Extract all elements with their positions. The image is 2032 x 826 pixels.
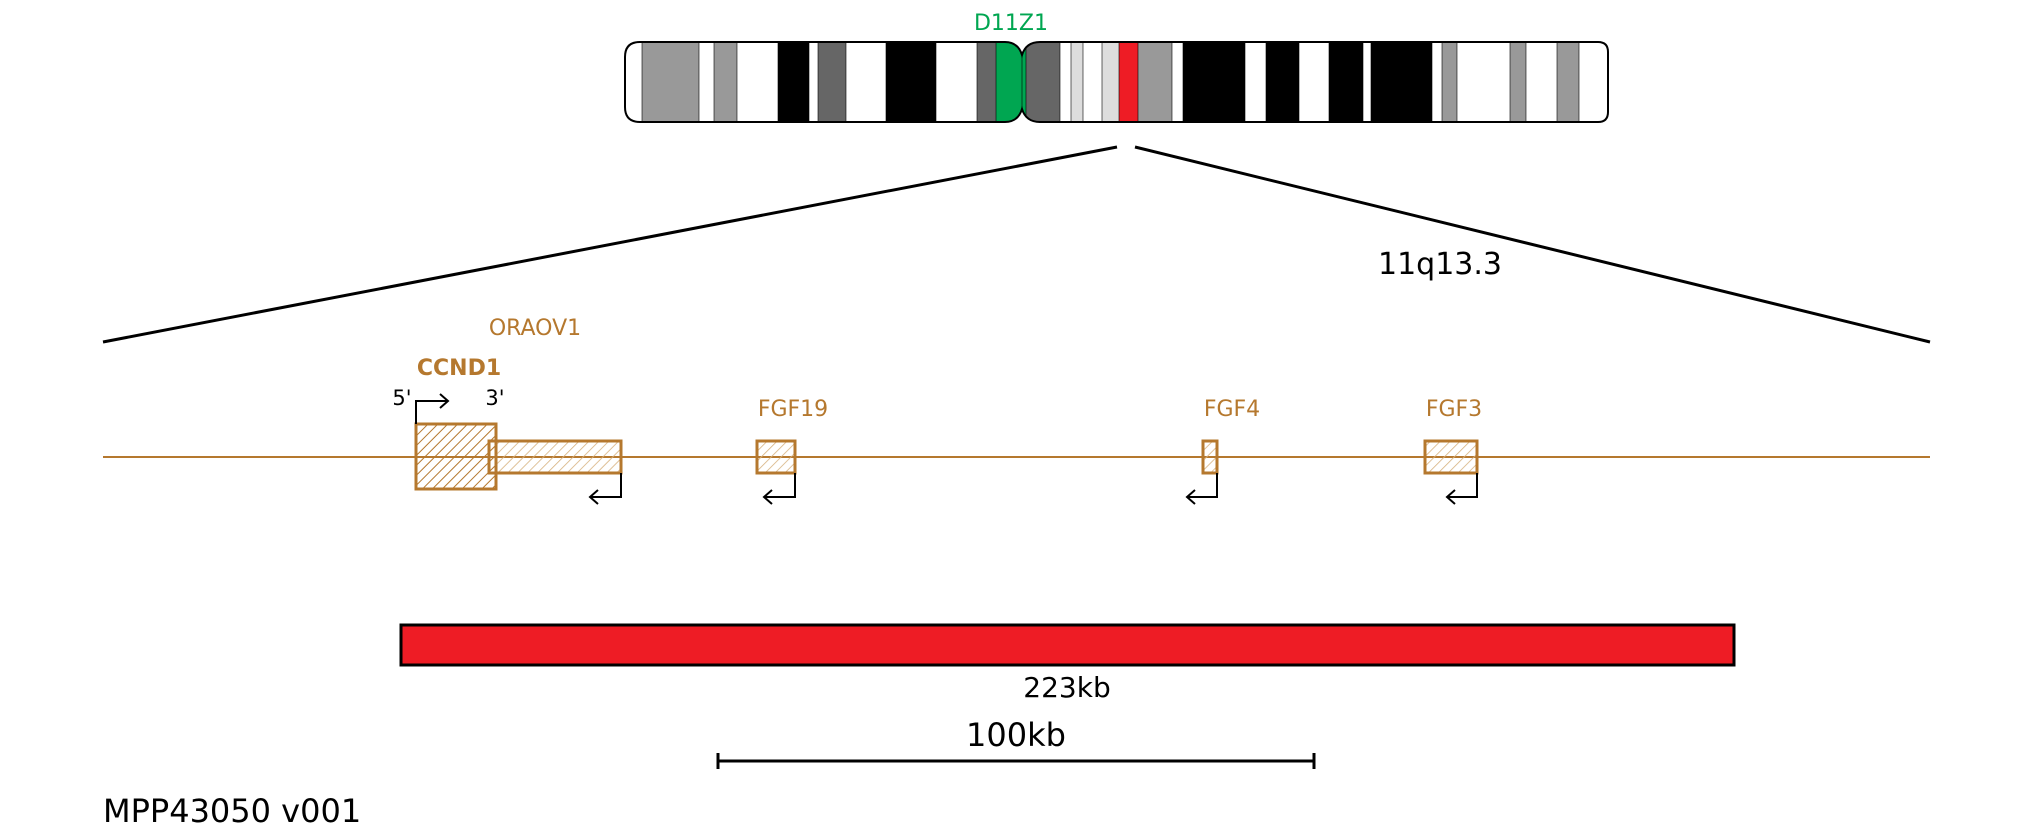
chromosome-band-13: [1022, 42, 1026, 122]
gene-box-ccnd1: [414, 422, 498, 491]
gene-box-fgf3: [1423, 439, 1479, 475]
chromosome-band-29: [1432, 42, 1442, 122]
five-prime-label: 5': [392, 386, 411, 410]
chromosome-band-6: [809, 42, 818, 122]
gene-label-ccnd1: CCND1: [417, 356, 501, 381]
chromosome-band-18: [1102, 42, 1119, 122]
gene-label-fgf3: FGF3: [1426, 397, 1482, 422]
gene-box-fgf19: [755, 439, 797, 475]
chromosome-band-21: [1172, 42, 1183, 122]
chromosome-bands: [625, 42, 1608, 122]
forward-strand-arrow: [415, 393, 450, 424]
chromosome-band-25: [1299, 42, 1329, 122]
chromosome-band-35: [1579, 42, 1608, 122]
reverse-strand-arrow-oraov1: [588, 473, 622, 505]
gene-label-oraov1: ORAOV1: [489, 316, 581, 341]
reverse-strand-arrow-fgf3: [1445, 473, 1478, 505]
chromosome-band-20: [1138, 42, 1172, 122]
zoom-line-right: [1134, 145, 1931, 344]
chromosome-band-10: [936, 42, 977, 122]
chromosome-band-0: [625, 42, 642, 122]
chromosome-band-19: [1119, 42, 1138, 122]
chromosome-band-14: [1026, 42, 1060, 122]
chromosome-band-9: [886, 42, 936, 122]
chromosome-band-5: [778, 42, 809, 122]
chromosome-band-30: [1442, 42, 1457, 122]
centromere-label: D11Z1: [974, 11, 1048, 36]
chromosome-outline: [624, 41, 1609, 123]
chromosome-band-17: [1083, 42, 1102, 122]
probe-bar: [399, 623, 1736, 667]
scale-bar: [716, 753, 1316, 769]
zoom-line-left: [102, 145, 1118, 344]
chromosome-band-31: [1457, 42, 1510, 122]
reverse-strand-arrow-fgf19: [762, 473, 796, 505]
probe-size-label: 223kb: [1023, 671, 1110, 704]
gene-box-oraov1: [487, 439, 623, 475]
chromosome-band-27: [1363, 42, 1371, 122]
three-prime-label: 3': [485, 386, 504, 410]
chromosome-ideogram: [624, 41, 1609, 123]
chromosome-band-4: [737, 42, 778, 122]
chromosome-band-15: [1060, 42, 1071, 122]
band-label: 11q13.3: [1378, 247, 1502, 282]
chromosome-band-1: [642, 42, 699, 122]
product-code: MPP43050 v001: [103, 792, 361, 826]
chromosome-band-16: [1071, 42, 1083, 122]
chromosome-band-33: [1526, 42, 1557, 122]
gene-box-fgf4: [1201, 439, 1219, 475]
chromosome-band-23: [1245, 42, 1266, 122]
chromosome-band-34: [1557, 42, 1579, 122]
chromosome-band-2: [699, 42, 714, 122]
gene-label-fgf4: FGF4: [1204, 397, 1260, 422]
scale-bar-label: 100kb: [966, 716, 1066, 754]
gene-label-fgf19: FGF19: [758, 397, 828, 422]
chromosome-band-26: [1329, 42, 1363, 122]
chromosome-band-3: [714, 42, 737, 122]
chromosome-band-28: [1371, 42, 1432, 122]
reverse-strand-arrow-fgf4: [1185, 473, 1218, 505]
chromosome-band-32: [1510, 42, 1526, 122]
chromosome-band-24: [1266, 42, 1299, 122]
chromosome-band-8: [846, 42, 886, 122]
chromosome-band-11: [977, 42, 996, 122]
chromosome-band-7: [818, 42, 846, 122]
chromosome-band-22: [1183, 42, 1245, 122]
chromosome-band-12: [996, 42, 1022, 122]
